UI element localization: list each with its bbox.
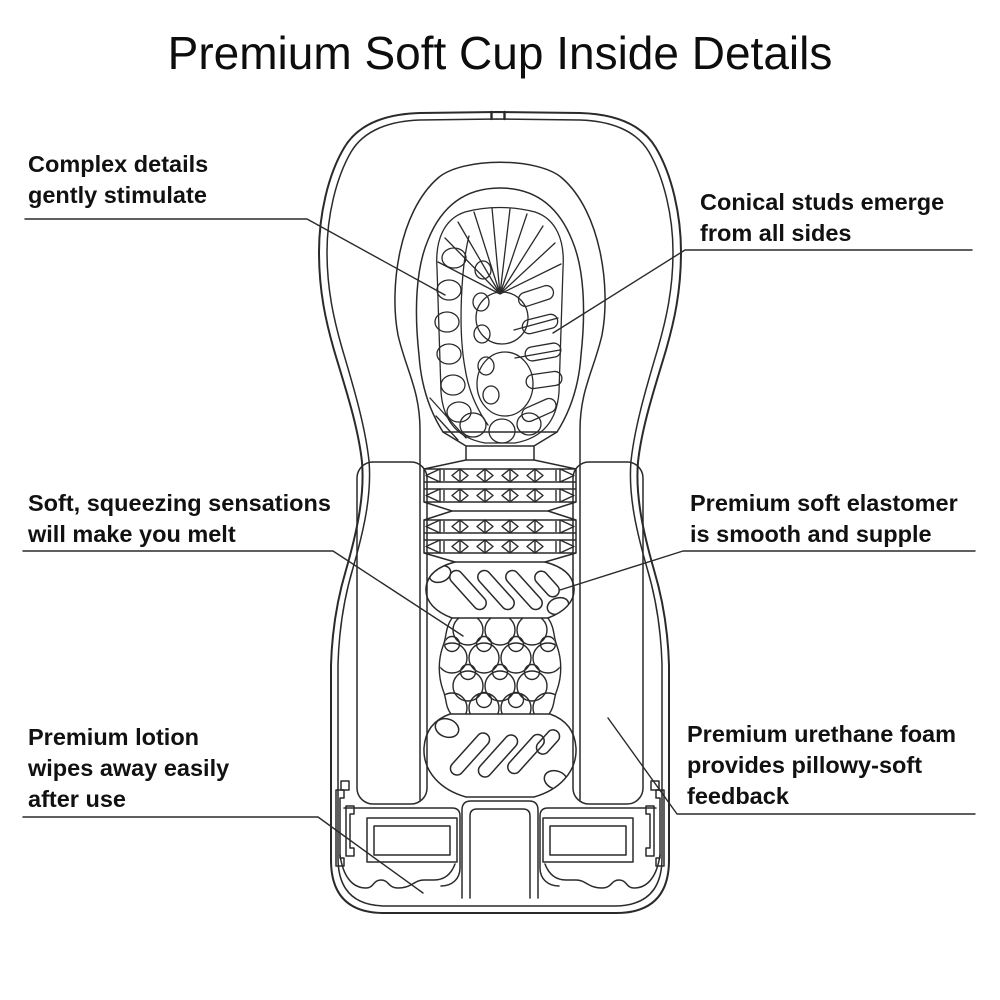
annotation-soft-elastomer: Premium soft elastomer is smooth and sup… (690, 488, 958, 550)
base-shelf-right (539, 807, 657, 887)
foam-block-right (572, 461, 644, 805)
annotation-line: will make you melt (28, 521, 236, 547)
bead-section (438, 617, 562, 715)
annotation-premium-lotion: Premium lotion wipes away easily after u… (28, 722, 229, 815)
page-title: Premium Soft Cup Inside Details (167, 27, 833, 79)
annotation-line: Soft, squeezing sensations (28, 490, 331, 516)
bottom-bumps (429, 397, 542, 444)
annotation-line: is smooth and supple (690, 521, 932, 547)
annotation-line: Conical studs emerge (700, 189, 945, 215)
annotation-line: wipes away easily (28, 755, 230, 781)
lower-node (476, 351, 534, 417)
base-pad-left (366, 817, 458, 863)
leader-soft-squeezing (22, 550, 464, 637)
head-texture (429, 206, 564, 444)
center-node (475, 291, 529, 345)
annotation-line: from all sides (700, 220, 852, 246)
base-assembly (335, 780, 665, 899)
leader-urethane-foam (607, 717, 976, 815)
annotation-line: Premium soft elastomer (690, 490, 958, 516)
leader-lines (22, 218, 976, 894)
base-pedestal (461, 800, 539, 899)
annotation-line: Premium urethane foam (687, 721, 957, 747)
spiral-section-top (425, 561, 575, 619)
annotation-line: gently stimulate (28, 182, 207, 208)
floor-wave-right (544, 854, 661, 889)
radial-ribs (437, 207, 562, 295)
leader-soft-elastomer (559, 550, 976, 591)
annotation-line: after use (28, 786, 126, 812)
annotation-line: Premium lotion (28, 724, 200, 750)
annotation-line: feedback (687, 783, 789, 809)
sleeve-head (415, 187, 585, 461)
leader-conical-studs (552, 249, 973, 334)
stud-column-left (434, 235, 500, 426)
floor-wave-left (339, 854, 456, 889)
foam-block-left (356, 461, 428, 805)
outer-shell (318, 110, 682, 914)
side-clip-left (335, 780, 355, 867)
annotation-complex-details: Complex details gently stimulate (28, 149, 208, 211)
inner-chamber-wall (394, 161, 606, 801)
annotation-line: Complex details (28, 151, 209, 177)
base-pad-right (542, 817, 634, 863)
annotation-conical-studs: Conical studs emerge from all sides (700, 187, 944, 249)
annotation-line: provides pillowy-soft (687, 752, 923, 778)
spiral-section-bottom (423, 713, 577, 798)
leader-premium-lotion (22, 816, 424, 894)
stud-section (423, 459, 577, 563)
annotation-urethane-foam: Premium urethane foam provides pillowy-s… (687, 719, 956, 812)
annotation-soft-squeezing: Soft, squeezing sensations will make you… (28, 488, 331, 550)
base-shelf-left (343, 807, 461, 887)
leader-complex-details (24, 218, 446, 296)
air-hole-ticks (490, 110, 506, 121)
side-clip-right (645, 780, 665, 867)
fins-right (513, 284, 563, 423)
